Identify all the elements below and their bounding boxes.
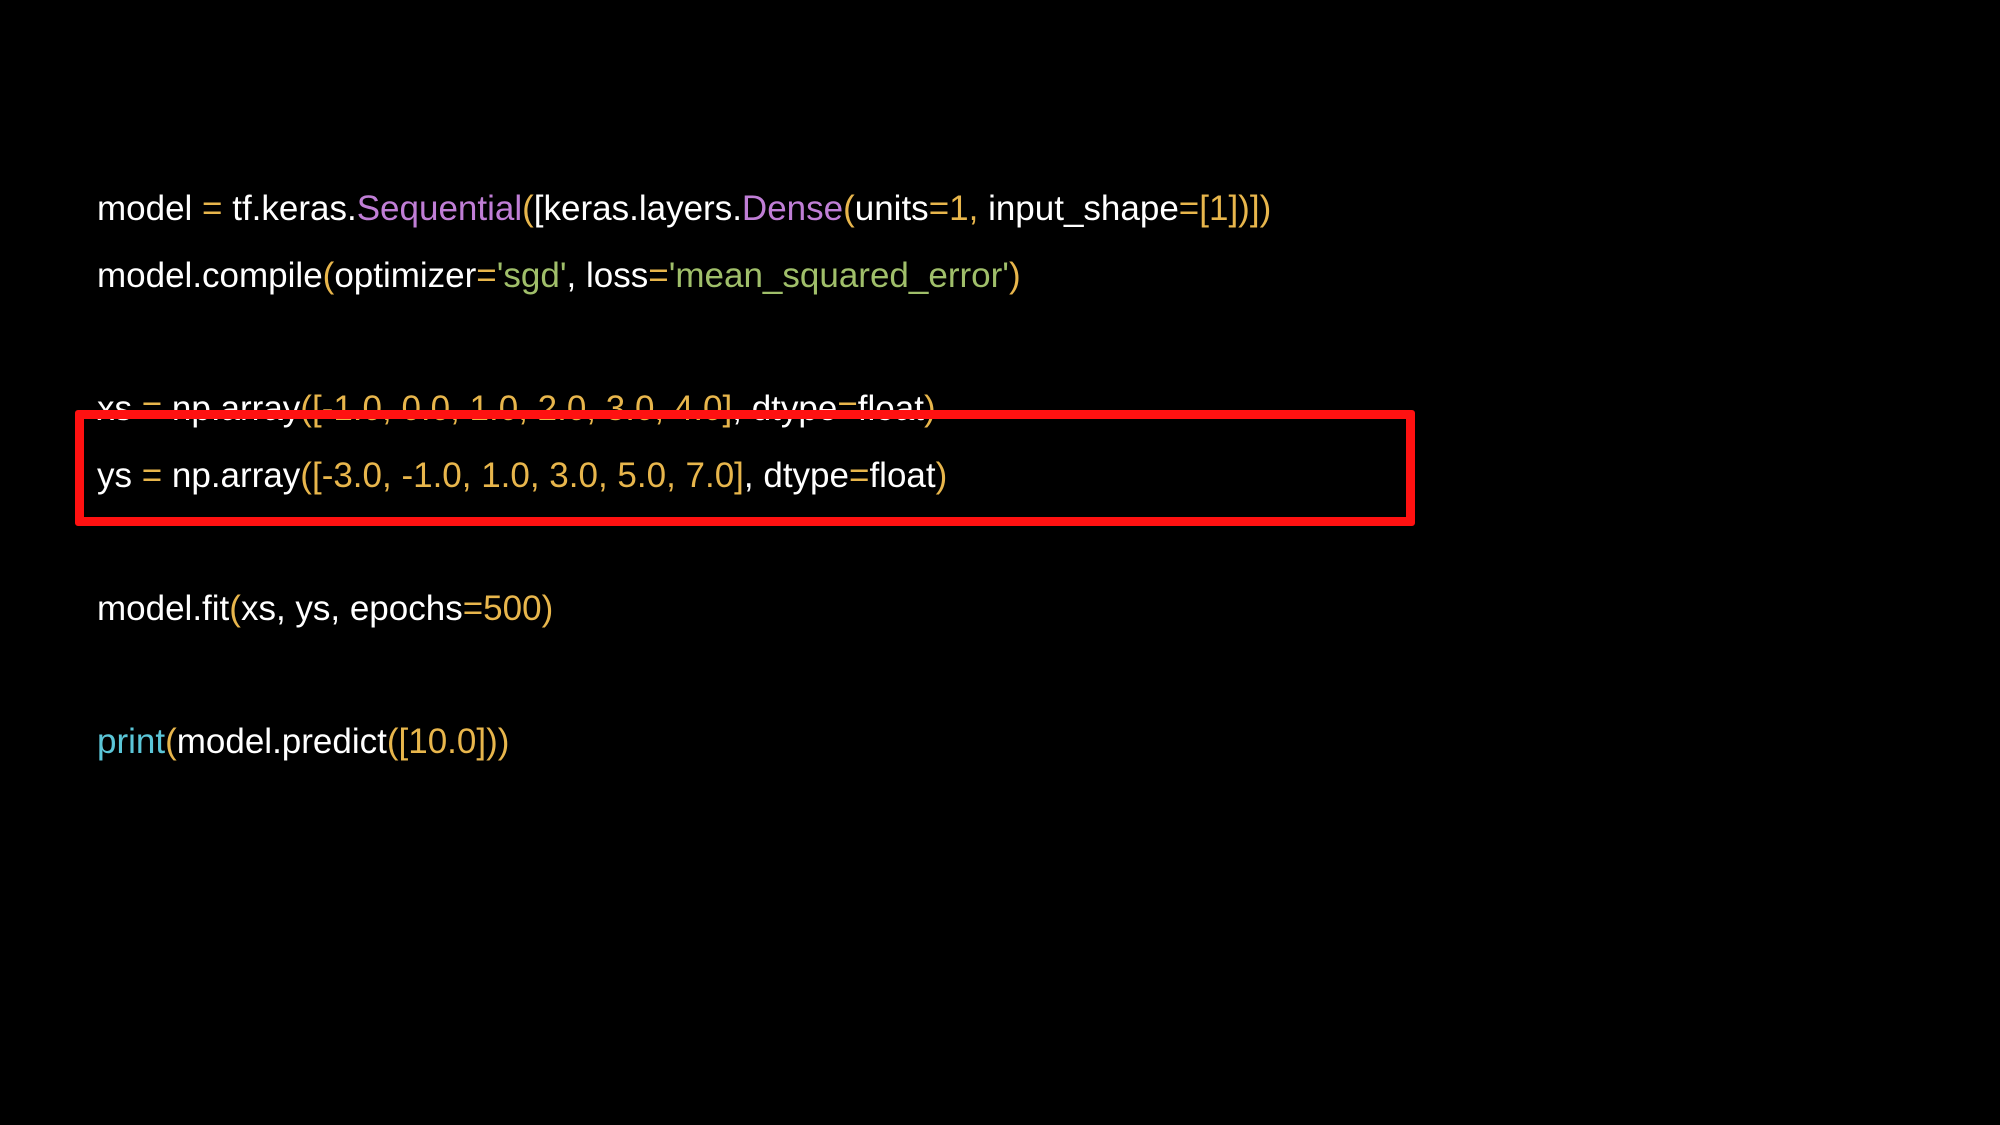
code-token: =	[476, 256, 497, 295]
code-token: 'mean_squared_error'	[668, 256, 1009, 295]
code-token: np.array	[171, 389, 301, 428]
code-line-xs-array: xs = np.array([-1.0, 0.0, 1.0, 2.0, 3.0,…	[97, 387, 936, 431]
code-token: [1]	[1199, 189, 1239, 228]
code-token: )	[1238, 189, 1250, 228]
code-token: =	[848, 456, 870, 495]
code-token: optimizer	[334, 256, 477, 295]
code-token: input_shape	[978, 189, 1179, 228]
code-token: model.predict	[176, 722, 387, 761]
code-token: loss	[586, 256, 649, 295]
code-token: =	[928, 189, 950, 228]
code-token: =	[462, 589, 484, 628]
code-token: tf.keras.	[232, 189, 357, 228]
code-token: (	[843, 189, 855, 228]
code-token: dtype	[751, 389, 838, 428]
code-line-print-predict: print(model.predict([10.0]))	[97, 720, 509, 764]
code-token: ])	[476, 722, 498, 761]
code-token: np.array	[171, 456, 301, 495]
code-token: keras.layers.	[543, 189, 742, 228]
code-token: Sequential	[356, 189, 523, 228]
code-token: xs	[97, 389, 132, 428]
code-token: xs, ys, epochs	[240, 589, 463, 628]
code-token: 1,	[949, 189, 979, 228]
code-token: (	[165, 722, 177, 761]
code-token: model.compile	[97, 256, 323, 295]
highlight-box	[75, 410, 1415, 526]
code-token: (	[229, 589, 241, 628]
code-token: (	[322, 256, 335, 295]
code-token: =	[132, 456, 172, 495]
code-token: =	[192, 189, 233, 228]
code-token: print	[97, 722, 166, 761]
code-token: dtype	[763, 456, 849, 495]
code-token: )	[1259, 189, 1272, 228]
code-token: ,	[566, 256, 586, 295]
code-token: )	[541, 589, 554, 628]
code-token: (	[522, 189, 534, 228]
code-token: -1.0, 0.0, 1.0, 2.0, 3.0, 4.0]	[321, 389, 733, 428]
code-token: ([	[386, 722, 409, 761]
code-token: )	[935, 456, 948, 495]
code-token: float	[857, 389, 924, 428]
code-token: )	[923, 389, 936, 428]
code-token: ([	[300, 456, 322, 495]
code-line-model-compile: model.compile(optimizer='sgd', loss='mea…	[97, 254, 1021, 298]
code-token: Dense	[741, 189, 844, 228]
code-line-model-fit: model.fit(xs, ys, epochs=500)	[97, 587, 553, 631]
code-token: [	[533, 189, 544, 228]
code-line-ys-array: ys = np.array([-3.0, -1.0, 1.0, 3.0, 5.0…	[97, 454, 947, 498]
code-token: )	[1008, 256, 1021, 295]
code-line-model-definition: model = tf.keras.Sequential([keras.layer…	[97, 187, 1271, 231]
code-token: 500	[483, 589, 542, 628]
code-token: model.fit	[97, 589, 230, 628]
code-token: =	[648, 256, 669, 295]
code-token: units	[854, 189, 929, 228]
code-token: ]	[1249, 189, 1260, 228]
code-token: model	[97, 189, 193, 228]
code-token: float	[869, 456, 936, 495]
code-token: )	[497, 722, 510, 761]
code-token: 10.0	[408, 722, 477, 761]
code-token: ,	[732, 389, 752, 428]
code-token: ,	[743, 456, 764, 495]
code-token: 'sgd'	[496, 256, 567, 295]
code-token: =	[1178, 189, 1200, 228]
code-token: -3.0, -1.0, 1.0, 3.0, 5.0, 7.0]	[321, 456, 744, 495]
code-token: ys	[97, 456, 132, 495]
